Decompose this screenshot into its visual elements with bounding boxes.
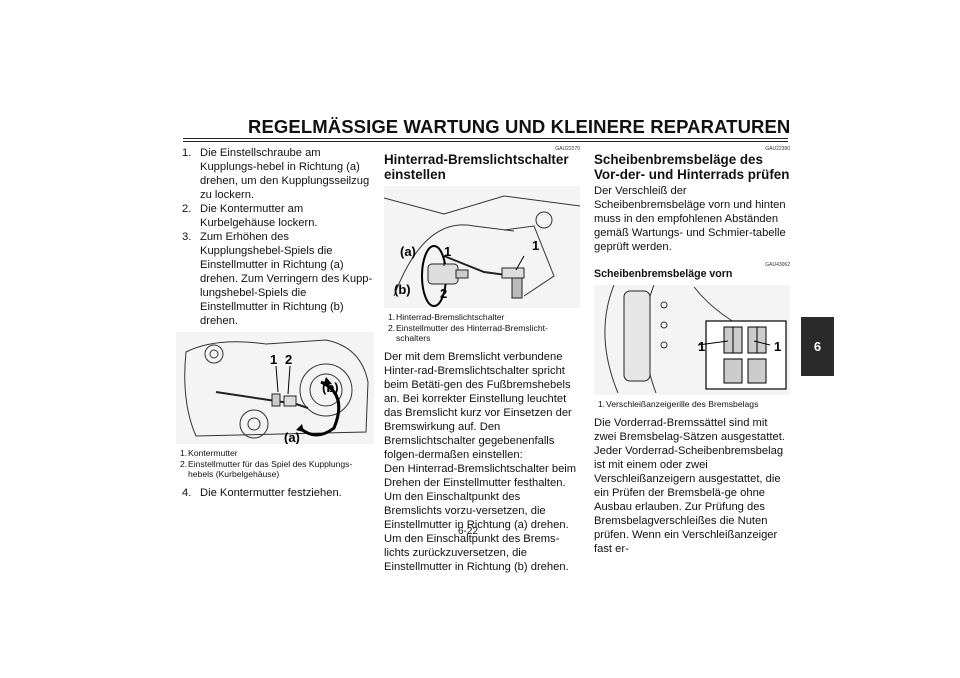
step-text: Die Einstellschraube am Kupplungs-hebel … bbox=[200, 147, 370, 201]
section-code: GAU22390 bbox=[765, 146, 790, 152]
legend-number: 1. bbox=[598, 399, 606, 409]
page-title: REGELMÄSSIGE WARTUNG UND KLEINERE REPARA… bbox=[248, 116, 791, 137]
body-paragraph: Die Vorderrad-Bremssättel sind mit zwei … bbox=[594, 416, 785, 443]
section-code: GAU22270 bbox=[555, 146, 580, 152]
legend-number: 2. bbox=[180, 458, 188, 469]
legend-text: Einstellmutter des Hinterrad-Bremslicht-… bbox=[396, 322, 548, 344]
column-1: 1. Die Einstellschraube am Kupplungs-heb… bbox=[176, 146, 374, 500]
legend-text: Verschleißanzeigerille des Bremsbelags bbox=[606, 399, 759, 409]
figure-legend: 1. Kontermutter 2. Einstellmutter für da… bbox=[176, 448, 374, 480]
legend-number: 1. bbox=[388, 312, 396, 322]
subsection-heading: Scheibenbremsbeläge vorn bbox=[594, 268, 733, 280]
figure-label-a: (a) bbox=[400, 244, 416, 259]
legend-text: Einstellmutter für das Spiel des Kupplun… bbox=[188, 458, 353, 480]
header-rule-secondary bbox=[183, 141, 788, 142]
step-3: 3. Zum Erhöhen des Kupplungshebel-Spiels… bbox=[176, 230, 374, 328]
legend-number: 2. bbox=[388, 322, 396, 333]
chapter-tab[interactable]: 6 bbox=[801, 317, 834, 376]
figure-label-b: (b) bbox=[394, 282, 411, 297]
intro-paragraph: Der Verschleiß der Scheibenbremsbeläge v… bbox=[594, 185, 786, 253]
section-heading: Hinterrad-Bremslichtschalter einstellen bbox=[384, 152, 569, 182]
figure-label-1: 1 bbox=[270, 352, 277, 367]
step-number: 1. bbox=[182, 147, 192, 159]
step-number: 3. bbox=[182, 231, 192, 243]
subsection-code: GAU43062 bbox=[765, 262, 790, 268]
column-2: GAU22270 Hinterrad-Bremslichtschalter ei… bbox=[384, 146, 580, 574]
section-heading: Scheibenbremsbeläge des Vor-der- und Hin… bbox=[594, 152, 790, 182]
brake-pad-illustration: 1 1 bbox=[594, 285, 790, 395]
figure-label-2: 2 bbox=[440, 286, 447, 301]
step-number: 4. bbox=[182, 486, 192, 499]
step-text: Die Kontermutter am Kurbelgehäuse locker… bbox=[200, 203, 318, 229]
brake-switch-drawing: (a) (b) 1 1 2 bbox=[384, 186, 580, 308]
step-2: 2. Die Kontermutter am Kurbelgehäuse loc… bbox=[176, 202, 374, 230]
figure-label-right: 1 bbox=[774, 339, 781, 354]
figure-label-a: (a) bbox=[284, 430, 300, 444]
header-rule bbox=[183, 138, 788, 139]
figure-label-2: 2 bbox=[285, 352, 292, 367]
legend-text: Kontermutter bbox=[188, 448, 238, 458]
body-paragraph: Der mit dem Bremslicht verbundene Hinter… bbox=[384, 350, 572, 461]
brake-pad-drawing: 1 1 bbox=[594, 285, 790, 395]
clutch-adjuster-illustration: 1 2 (b) (a) bbox=[176, 332, 374, 444]
figure-label-b: (b) bbox=[322, 380, 339, 395]
step-number: 2. bbox=[182, 203, 192, 215]
figure-label-1-secondary: 1 bbox=[532, 238, 539, 253]
legend-item: 1. Hinterrad-Bremslichtschalter bbox=[384, 312, 580, 323]
column-3: GAU22390 Scheibenbremsbeläge des Vor-der… bbox=[594, 146, 790, 556]
body-paragraph-2: Jeder Vorderrad-Scheibenbremsbelag ist m… bbox=[594, 444, 784, 555]
step-1: 1. Die Einstellschraube am Kupplungs-heb… bbox=[176, 146, 374, 202]
figure-label-left: 1 bbox=[698, 339, 705, 354]
page-number: 6-22 bbox=[458, 526, 479, 537]
step-text: Zum Erhöhen des Kupplungshebel-Spiels di… bbox=[200, 231, 373, 327]
figure-legend: 1. Hinterrad-Bremslichtschalter 2. Einst… bbox=[384, 312, 580, 344]
legend-item: 1. Kontermutter bbox=[176, 448, 374, 459]
clutch-engine-drawing: 1 2 (b) (a) bbox=[176, 332, 374, 444]
legend-item: 1. Verschleißanzeigerille des Bremsbelag… bbox=[594, 399, 790, 410]
legend-number: 1. bbox=[180, 448, 188, 458]
figure-legend: 1. Verschleißanzeigerille des Bremsbelag… bbox=[594, 399, 790, 410]
step-4: 4. Die Kontermutter festziehen. bbox=[176, 486, 374, 500]
legend-item: 2. Einstellmutter des Hinterrad-Bremslic… bbox=[384, 323, 580, 344]
legend-text: Hinterrad-Bremslichtschalter bbox=[396, 312, 505, 322]
figure-label-1: 1 bbox=[444, 244, 451, 259]
step-text: Die Kontermutter festziehen. bbox=[200, 486, 342, 499]
brake-light-switch-illustration: (a) (b) 1 1 2 bbox=[384, 186, 580, 308]
body-paragraph-2: Den Hinterrad-Bremslichtschalter beim Dr… bbox=[384, 462, 577, 573]
legend-item: 2. Einstellmutter für das Spiel des Kupp… bbox=[176, 459, 374, 480]
